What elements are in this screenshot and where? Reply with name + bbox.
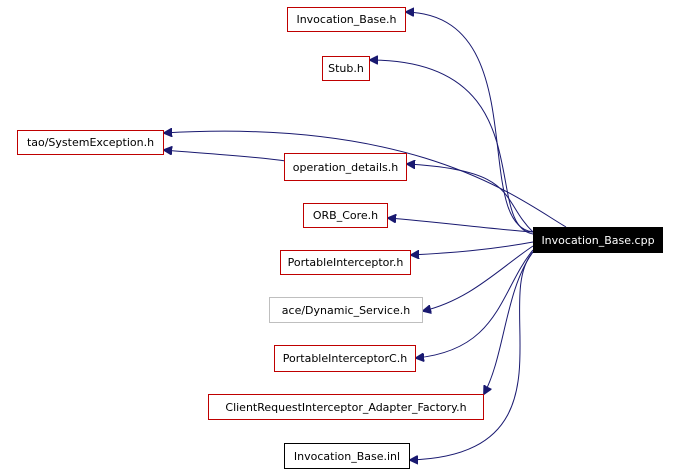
node-stub-h[interactable]: Stub.h (322, 56, 370, 81)
edge-root-to-orb-core-h (388, 218, 534, 233)
edge-root-to-invocation-base-h (406, 12, 534, 233)
node-operation-details-h[interactable]: operation_details.h (284, 153, 407, 181)
edge-root-to-portableinterceptorc-h (416, 249, 534, 358)
edge-root-to-clientrequestinterceptor-adapter-factory-h (484, 251, 534, 394)
node-clientrequestinterceptor-adapter-factory-h[interactable]: ClientRequestInterceptor_Adapter_Factory… (208, 394, 484, 420)
edge-root-to-tao-systemexception-h (164, 131, 567, 228)
node-orb-core-h[interactable]: ORB_Core.h (303, 203, 388, 228)
node-tao-systemexception-h[interactable]: tao/SystemException.h (17, 130, 164, 155)
edge-root-to-operation-details-h (407, 164, 534, 233)
node-invocation-base-h[interactable]: Invocation_Base.h (287, 7, 406, 32)
node-ace-dynamic-service-h[interactable]: ace/Dynamic_Service.h (269, 297, 423, 323)
node-portableinterceptorc-h[interactable]: PortableInterceptorC.h (274, 345, 416, 372)
edge-root-to-invocation-base-inl (410, 251, 534, 460)
edge-root-to-stub-h (370, 60, 534, 235)
node-invocation-base-inl[interactable]: Invocation_Base.inl (284, 443, 410, 469)
node-portableinterceptor-h[interactable]: PortableInterceptor.h (280, 250, 411, 275)
node-invocation-base-cpp-root: Invocation_Base.cpp (533, 227, 663, 253)
edge-root-to-ace-dynamic-service-h (423, 245, 534, 311)
edge-root-to-portableinterceptor-h (411, 241, 534, 255)
edge-operation-details-h-to-tao-systemexception-h (164, 150, 287, 162)
